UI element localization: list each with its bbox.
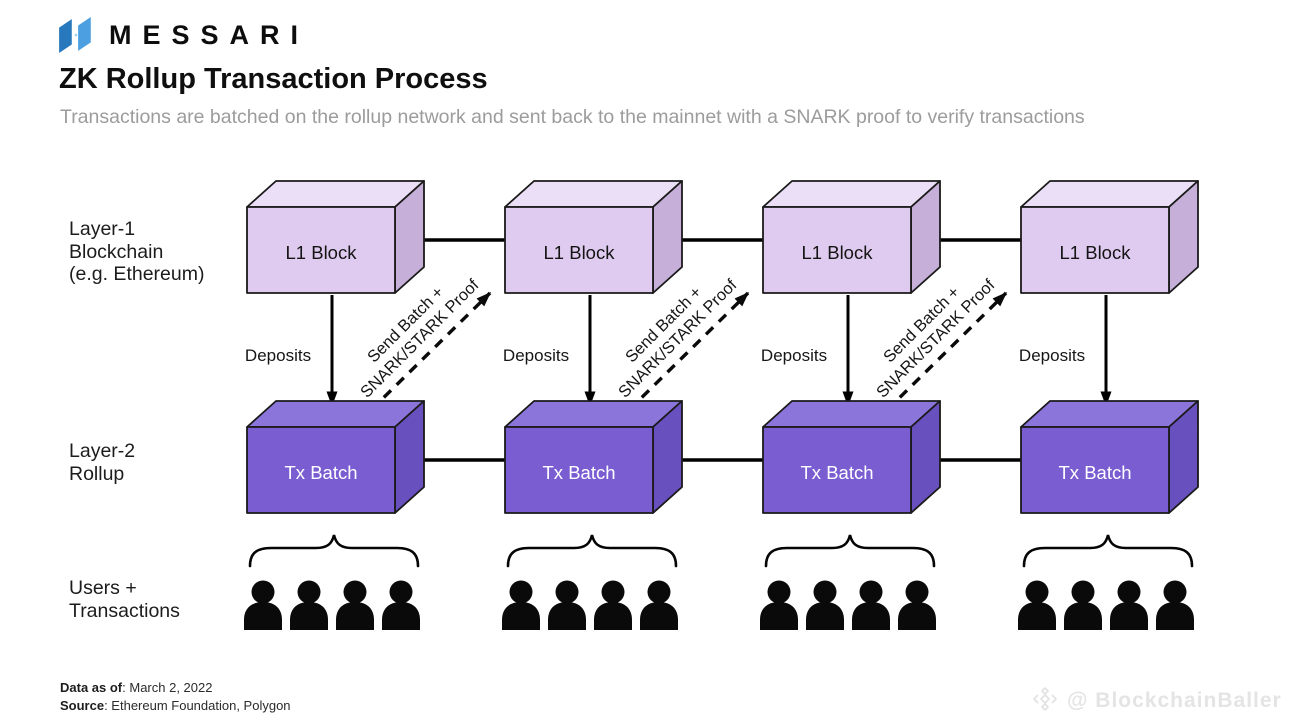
l1-block: L1 Block bbox=[246, 180, 425, 294]
data-as-of-value: : March 2, 2022 bbox=[122, 680, 213, 695]
user-icon bbox=[1156, 580, 1194, 630]
deposits-label: Deposits bbox=[761, 346, 827, 365]
l1-block-label: L1 Block bbox=[1060, 242, 1132, 263]
user-icon bbox=[760, 580, 798, 630]
user-icon bbox=[1018, 580, 1056, 630]
page-subtitle: Transactions are batched on the rollup n… bbox=[60, 106, 1085, 128]
l1-block-label: L1 Block bbox=[802, 242, 874, 263]
tx-batch-label: Tx Batch bbox=[801, 462, 874, 483]
tx-batch-top-face bbox=[246, 400, 425, 428]
user-icon bbox=[852, 580, 890, 630]
user-icon bbox=[502, 580, 540, 630]
send-batch-label-line2: SNARK/STARK Proof bbox=[873, 276, 999, 402]
l1-block: L1 Block bbox=[1020, 180, 1199, 294]
user-icon bbox=[898, 580, 936, 630]
tx-batch-front-face bbox=[246, 426, 396, 514]
user-icon bbox=[1064, 580, 1102, 630]
l1-block-top-face bbox=[246, 180, 425, 208]
user-icon bbox=[336, 580, 374, 630]
send-batch-label-line2: SNARK/STARK Proof bbox=[615, 276, 741, 402]
messari-wordmark: MESSARI bbox=[109, 19, 310, 50]
l1-block-front-face bbox=[762, 206, 912, 294]
users-group bbox=[760, 580, 936, 630]
l1-block-front-face bbox=[1020, 206, 1170, 294]
layer1-row-label: Layer-1 Blockchain (e.g. Ethereum) bbox=[69, 218, 204, 286]
diagram-column-1: L1 Block Deposits Tx Batch bbox=[244, 180, 425, 630]
users-group bbox=[502, 580, 678, 630]
layer2-row-label: Layer-2 Rollup bbox=[69, 440, 135, 485]
source-label: Source bbox=[60, 697, 105, 713]
user-icon bbox=[594, 580, 632, 630]
watermark: @ BlockchainBaller bbox=[1030, 686, 1282, 716]
l1-block: L1 Block bbox=[504, 180, 683, 294]
users-group bbox=[244, 580, 420, 630]
users-brace bbox=[1022, 534, 1194, 568]
tx-batch-label: Tx Batch bbox=[285, 462, 358, 483]
messari-logo-icon bbox=[59, 17, 91, 53]
data-as-of-line: Data as of: March 2, 2022 bbox=[60, 679, 291, 697]
send-batch-arrow bbox=[627, 291, 750, 412]
deposits-label: Deposits bbox=[245, 346, 311, 365]
deposits-label: Deposits bbox=[503, 346, 569, 365]
layer2-label-line1: Layer-2 bbox=[69, 440, 136, 462]
l1-block-label: L1 Block bbox=[286, 242, 358, 263]
user-icon bbox=[806, 580, 844, 630]
tx-batch-top-face bbox=[762, 400, 941, 428]
source-value: : Ethereum Foundation, Polygon bbox=[104, 697, 291, 713]
l1-block-front-face bbox=[246, 206, 396, 294]
l1-block: L1 Block bbox=[762, 180, 941, 294]
footer: Data as of: March 2, 2022 Source: Ethere… bbox=[60, 679, 291, 715]
user-icon bbox=[244, 580, 282, 630]
diagram-column-4: L1 Block Deposits Tx Batch bbox=[1018, 180, 1199, 630]
tx-batch-block: Tx Batch bbox=[1020, 400, 1199, 514]
watermark-handle: @ BlockchainBaller bbox=[1067, 689, 1282, 712]
l1-block-front-face bbox=[504, 206, 654, 294]
l1-block-top-face bbox=[762, 180, 941, 208]
diagram-column-2: L1 Block Deposits Tx Batch bbox=[502, 180, 683, 630]
tx-batch-front-face bbox=[762, 426, 912, 514]
tx-batch-front-face bbox=[504, 426, 654, 514]
tx-batch-block: Tx Batch bbox=[762, 400, 941, 514]
user-icon bbox=[640, 580, 678, 630]
tx-batch-label: Tx Batch bbox=[1059, 462, 1132, 483]
users-brace bbox=[764, 534, 936, 568]
diamond-logo-icon bbox=[1033, 687, 1057, 711]
users-brace bbox=[248, 534, 420, 568]
send-batch-label-line2: SNARK/STARK Proof bbox=[357, 276, 483, 402]
user-icon bbox=[382, 580, 420, 630]
send-batch-arrow bbox=[885, 291, 1008, 412]
layer2-label-line2: Rollup bbox=[69, 462, 125, 485]
data-as-of-label: Data as of bbox=[60, 680, 123, 695]
page-title: ZK Rollup Transaction Process bbox=[59, 63, 488, 95]
l1-block-label: L1 Block bbox=[544, 242, 616, 263]
layer1-label-line2: Blockchain bbox=[69, 240, 164, 263]
tx-batch-top-face bbox=[1020, 400, 1199, 428]
user-icon bbox=[290, 580, 328, 630]
user-icon bbox=[1110, 580, 1148, 630]
layer1-label-line1: Layer-1 bbox=[69, 218, 136, 240]
tx-batch-block: Tx Batch bbox=[246, 400, 425, 514]
users-row-label: Users + Transactions bbox=[69, 577, 180, 622]
deposits-label: Deposits bbox=[1019, 346, 1085, 365]
l1-block-top-face bbox=[1020, 180, 1199, 208]
source-line: Source: Ethereum Foundation, Polygon bbox=[60, 697, 291, 715]
l1-block-top-face bbox=[504, 180, 683, 208]
tx-batch-label: Tx Batch bbox=[543, 462, 616, 483]
users-brace bbox=[506, 534, 678, 568]
diagram-column-3: L1 Block Deposits Tx Batch bbox=[760, 180, 941, 630]
messari-logo: MESSARI bbox=[57, 16, 309, 54]
layer1-label-line3: (e.g. Ethereum) bbox=[69, 263, 205, 286]
tx-batch-block: Tx Batch bbox=[504, 400, 683, 514]
tx-batch-front-face bbox=[1020, 426, 1170, 514]
tx-batch-top-face bbox=[504, 400, 683, 428]
send-batch-arrow bbox=[369, 291, 492, 412]
users-label-line2: Transactions bbox=[69, 599, 180, 622]
user-icon bbox=[548, 580, 586, 630]
users-group bbox=[1018, 580, 1194, 630]
users-label-line1: Users + bbox=[69, 577, 137, 599]
